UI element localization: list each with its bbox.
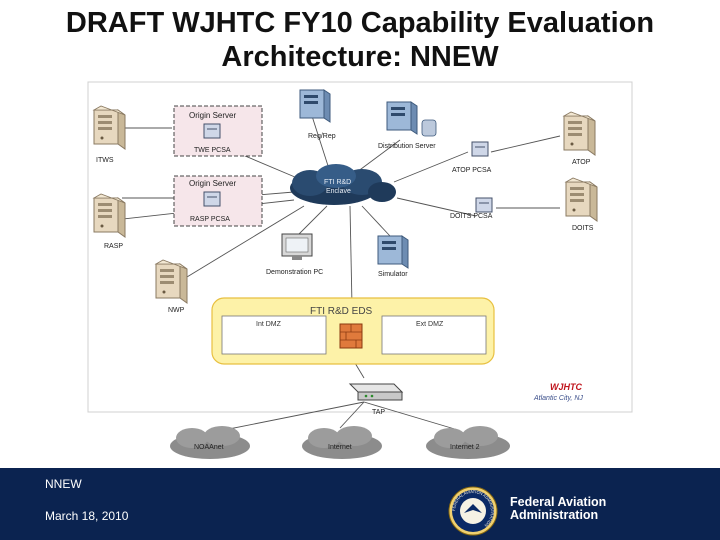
reg-rep-server-icon	[300, 90, 330, 122]
itws-label: ITWS	[96, 157, 114, 164]
wjhtc-logo: WJHTC	[550, 382, 582, 392]
rasp-tower-icon	[94, 194, 125, 237]
slide-title: DRAFT WJHTC FY10 Capability Evaluation A…	[0, 6, 720, 74]
demonstration-pc-icon	[282, 234, 312, 260]
footer-section-label: NNEW	[45, 477, 82, 491]
enclave-label-line1: FTI R&D	[324, 179, 351, 186]
tap-label: TAP	[372, 409, 385, 416]
atop-label: ATOP	[572, 159, 591, 166]
slide-title-line2: Architecture: NNEW	[0, 40, 720, 74]
wjhtc-location: Atlantic City, NJ	[533, 395, 583, 402]
enclave-label-line2: Enclave	[326, 188, 351, 195]
internet2-label: Internet 2	[450, 444, 480, 451]
doits-tower-icon	[566, 178, 597, 221]
architecture-diagram: Origin Server TWE PCSA ITWS Origin Serve…	[82, 80, 638, 462]
slide-title-line1: DRAFT WJHTC FY10 Capability Evaluation	[0, 6, 720, 40]
nwp-label: NWP	[168, 307, 185, 314]
doits-label: DOITS	[572, 225, 594, 232]
noaanet-label: NOAAnet	[194, 444, 224, 451]
nwp-tower-icon	[156, 260, 187, 303]
atop-tower-icon	[564, 112, 595, 155]
slide-footer: NNEW March 18, 2010 FEDERAL AVIATION ADM…	[0, 468, 720, 540]
twe-pcsa-icon	[204, 124, 220, 138]
rasp-label: RASP	[104, 243, 123, 250]
database-icon	[422, 120, 436, 136]
internet-cloud	[302, 426, 382, 459]
origin-server-label-2: Origin Server	[189, 179, 236, 188]
firewall-icon	[340, 324, 362, 348]
distribution-server-icon	[387, 102, 417, 134]
faa-seal-icon: FEDERAL AVIATION ADMINISTRATION	[448, 486, 498, 536]
distribution-server-label: Distribution Server	[378, 143, 436, 150]
simulator-server-icon	[378, 236, 408, 268]
faa-wordmark-line2: Administration	[510, 509, 606, 522]
simulator-label: Simulator	[378, 271, 408, 278]
faa-wordmark: Federal Aviation Administration	[510, 496, 606, 522]
origin-server-label-1: Origin Server	[189, 111, 236, 120]
atop-pcsa-icon	[472, 142, 488, 156]
ext-dmz-label: Ext DMZ	[416, 321, 444, 328]
tap-router-icon	[350, 384, 402, 400]
noaanet-cloud	[170, 426, 250, 459]
twe-pcsa-label: TWE PCSA	[194, 147, 231, 154]
doits-pcsa-label: DOITS PCSA	[450, 213, 493, 220]
atop-pcsa-label: ATOP PCSA	[452, 167, 492, 174]
rasp-pcsa-icon	[204, 192, 220, 206]
internet-label: Internet	[328, 444, 352, 451]
fti-rd-eds-label: FTI R&D EDS	[310, 306, 373, 317]
internet2-cloud	[426, 426, 510, 459]
doits-pcsa-icon	[476, 198, 492, 212]
reg-rep-label: Reg/Rep	[308, 133, 336, 140]
itws-tower-icon	[94, 106, 125, 149]
demonstration-pc-label: Demonstration PC	[266, 269, 323, 276]
footer-date: March 18, 2010	[45, 509, 128, 523]
rasp-pcsa-label: RASP PCSA	[190, 216, 230, 223]
int-dmz-label: Int DMZ	[256, 321, 282, 328]
